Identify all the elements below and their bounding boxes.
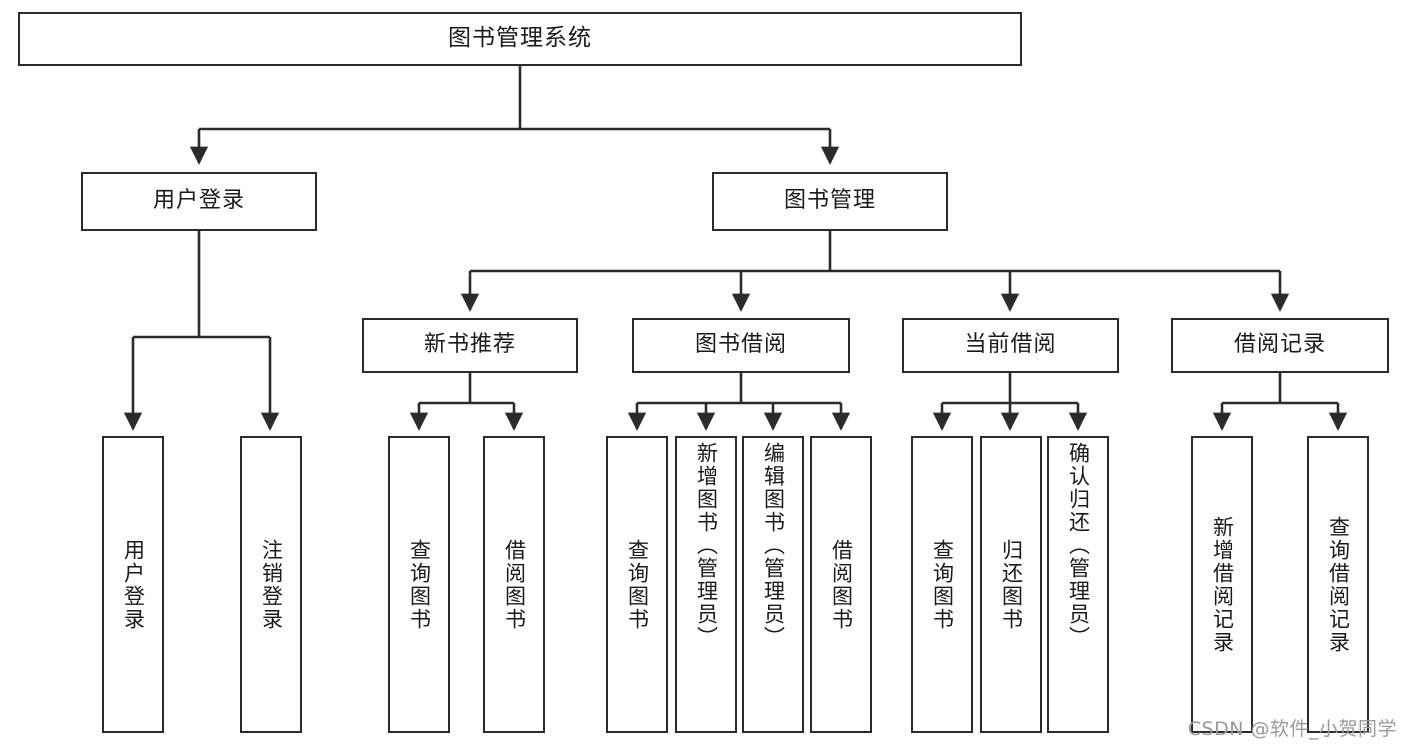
leaf-query-book-3[interactable]: 查询图书 [911, 436, 973, 733]
leaf-query-borrow-record[interactable]: 查询借阅记录 [1307, 436, 1369, 733]
leaf-label: 查询图书 [625, 538, 650, 631]
leaf-label: 确认归还（管理员） [1066, 442, 1091, 649]
node-book-management-system[interactable]: 图书管理系统 [18, 12, 1022, 66]
leaf-label: 查询借阅记录 [1326, 515, 1351, 654]
leaf-label: 用户登录 [121, 538, 146, 631]
leaf-confirm-return[interactable]: 确认归还（管理员） [1047, 436, 1109, 733]
leaf-edit-book[interactable]: 编辑图书（管理员） [742, 436, 804, 733]
leaf-return-book[interactable]: 归还图书 [980, 436, 1042, 733]
node-user-login[interactable]: 用户登录 [81, 172, 317, 231]
leaf-label: 注销登录 [259, 538, 284, 631]
node-book-management[interactable]: 图书管理 [712, 172, 948, 231]
node-label: 图书借阅 [694, 332, 787, 358]
leaf-add-borrow-record[interactable]: 新增借阅记录 [1191, 436, 1253, 733]
leaf-logout-login[interactable]: 注销登录 [240, 436, 302, 733]
node-label: 借阅记录 [1233, 332, 1326, 358]
watermark-text: CSDN @软件_小贺同学 [1187, 718, 1397, 740]
node-label: 图书管理系统 [448, 25, 592, 52]
node-book-borrow[interactable]: 图书借阅 [632, 318, 850, 373]
leaf-label: 新增图书（管理员） [694, 442, 719, 649]
leaf-query-book-1[interactable]: 查询图书 [388, 436, 450, 733]
node-current-borrow[interactable]: 当前借阅 [902, 318, 1119, 373]
leaf-label: 查询图书 [407, 538, 432, 631]
leaf-query-book-2[interactable]: 查询图书 [606, 436, 668, 733]
leaf-label: 借阅图书 [829, 538, 854, 631]
leaf-label: 借阅图书 [502, 538, 527, 631]
node-borrow-record[interactable]: 借阅记录 [1171, 318, 1389, 373]
leaf-label: 归还图书 [999, 538, 1024, 631]
leaf-borrow-book-1[interactable]: 借阅图书 [483, 436, 545, 733]
leaf-user-login[interactable]: 用户登录 [102, 436, 164, 733]
node-label: 当前借阅 [964, 332, 1057, 358]
node-label: 新书推荐 [423, 332, 516, 358]
leaf-label: 新增借阅记录 [1210, 515, 1235, 654]
node-new-book-recommend[interactable]: 新书推荐 [362, 318, 578, 373]
leaf-label: 编辑图书（管理员） [761, 442, 786, 649]
leaf-borrow-book-2[interactable]: 借阅图书 [810, 436, 872, 733]
leaf-add-book[interactable]: 新增图书（管理员） [675, 436, 737, 733]
node-label: 用户登录 [152, 188, 245, 214]
node-label: 图书管理 [783, 188, 876, 214]
leaf-label: 查询图书 [930, 538, 955, 631]
